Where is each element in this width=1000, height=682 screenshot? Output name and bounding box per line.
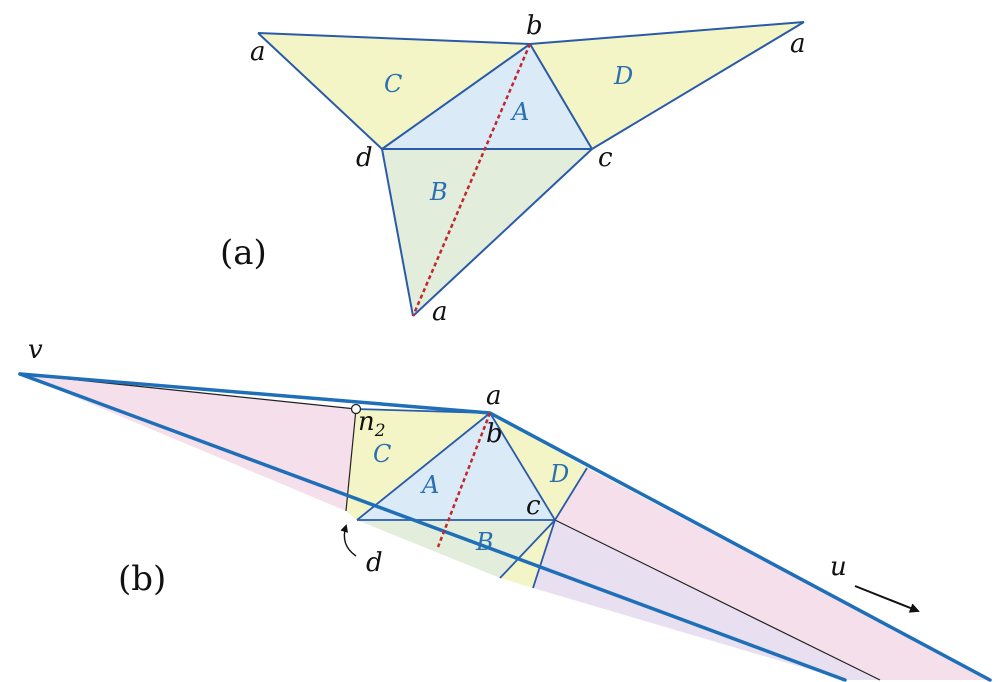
caption-panel-a: (a) [220,233,267,273]
face-c-panel-a [258,33,530,149]
panel-a: a b a d c a C D A B (a) [220,11,806,327]
face-label-b-panel-b: B [475,528,494,556]
face-label-d-panel-b: D [549,460,569,488]
lavender-region [533,520,880,680]
point-n2-marker [350,403,362,415]
vertex-c-panel-b: c [526,491,541,521]
point-n2-subscript: 2 [374,421,386,441]
face-d-panel-a [530,22,804,149]
vertex-a-bottom: a [432,297,448,327]
vertex-b-panel-a: b [526,11,543,41]
diagonal-panel-b [436,412,492,548]
edges-panel-b [355,408,588,589]
vertex-a-right: a [790,29,806,59]
pink-region-left [20,374,356,511]
d-pointer-arrow [340,524,357,557]
diagonal-panel-a [411,43,532,317]
u-direction-arrow [854,585,920,613]
face-label-c-panel-a: C [384,70,402,98]
panel-b: v a b c d u n2 C A D B (b) [18,335,992,682]
point-n2-label: n2 [358,407,386,441]
face-b-panel-b [357,520,555,578]
point-n2-main: n [358,407,375,437]
caption-panel-b: (b) [118,559,166,599]
face-label-c-panel-b: C [373,440,391,468]
face-c-panel-b [346,409,490,520]
face-a-panel-a [382,44,592,149]
vertex-c-panel-a: c [598,143,613,173]
vertex-u-panel-b: u [830,552,847,582]
face-lower-yellow [500,520,555,588]
face-d-panel-b [490,413,587,520]
pink-region-right [555,468,990,680]
vertex-d-panel-b: d [366,548,383,578]
face-b-panel-a [382,149,592,316]
vertex-a-left: a [250,37,266,67]
face-label-b-panel-a: B [429,178,448,206]
vertex-v-panel-b: v [28,335,43,365]
vertex-a-panel-b: a [486,381,502,411]
face-label-d-panel-a: D [613,62,633,90]
vertex-d-panel-a: d [356,143,373,173]
face-label-a-panel-a: A [510,98,529,126]
face-label-a-panel-b: A [420,471,439,499]
vertex-b-panel-b: b [486,419,503,449]
